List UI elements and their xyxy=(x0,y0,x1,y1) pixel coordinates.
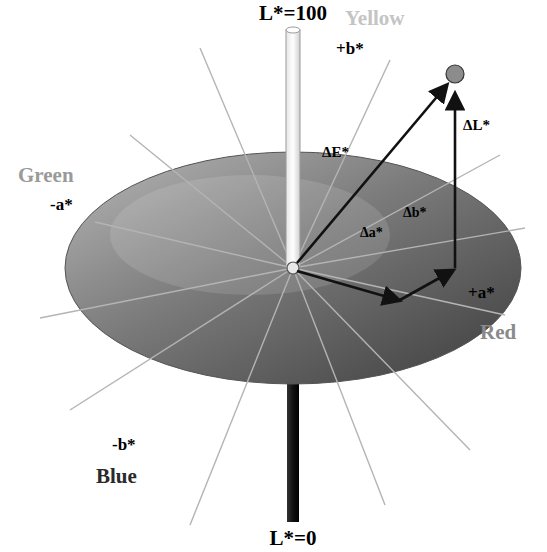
axis-label: +a* xyxy=(468,284,495,301)
light-axis xyxy=(286,30,300,268)
difference-arrows xyxy=(297,86,455,300)
axis-spokes xyxy=(40,48,525,525)
sample-point xyxy=(446,65,464,83)
delta-label: ΔL* xyxy=(463,118,490,133)
delta-label: Δb* xyxy=(403,206,427,220)
axis-cap xyxy=(286,27,300,33)
delta-label: ΔE* xyxy=(322,145,349,160)
axis-label: +b* xyxy=(336,40,364,57)
axis-label: -a* xyxy=(50,196,73,213)
color-name: Yellow xyxy=(345,8,405,29)
color-name: Blue xyxy=(96,466,137,487)
axis-label: -b* xyxy=(112,436,136,453)
axis-label: L*=100 xyxy=(259,3,327,24)
axis-label: L*=0 xyxy=(270,528,317,549)
color-name: Green xyxy=(18,165,74,186)
delta-label: Δa* xyxy=(360,226,383,240)
color-name: Red xyxy=(480,322,516,343)
